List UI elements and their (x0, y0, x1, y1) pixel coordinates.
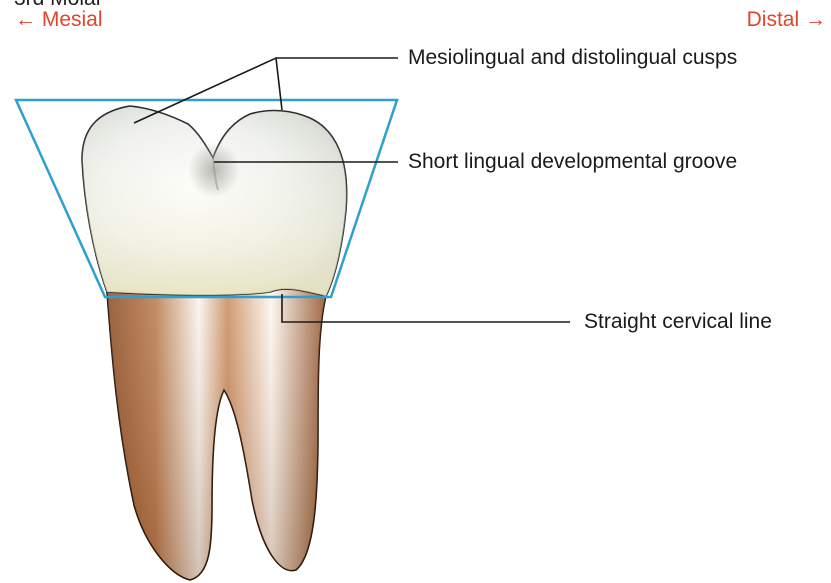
cusps-label: Mesiolingual and distolingual cusps (408, 46, 737, 70)
cervical-line-label: Straight cervical line (584, 310, 772, 334)
cusps-leader-line-2 (276, 58, 282, 110)
groove-label: Short lingual developmental groove (408, 150, 737, 174)
